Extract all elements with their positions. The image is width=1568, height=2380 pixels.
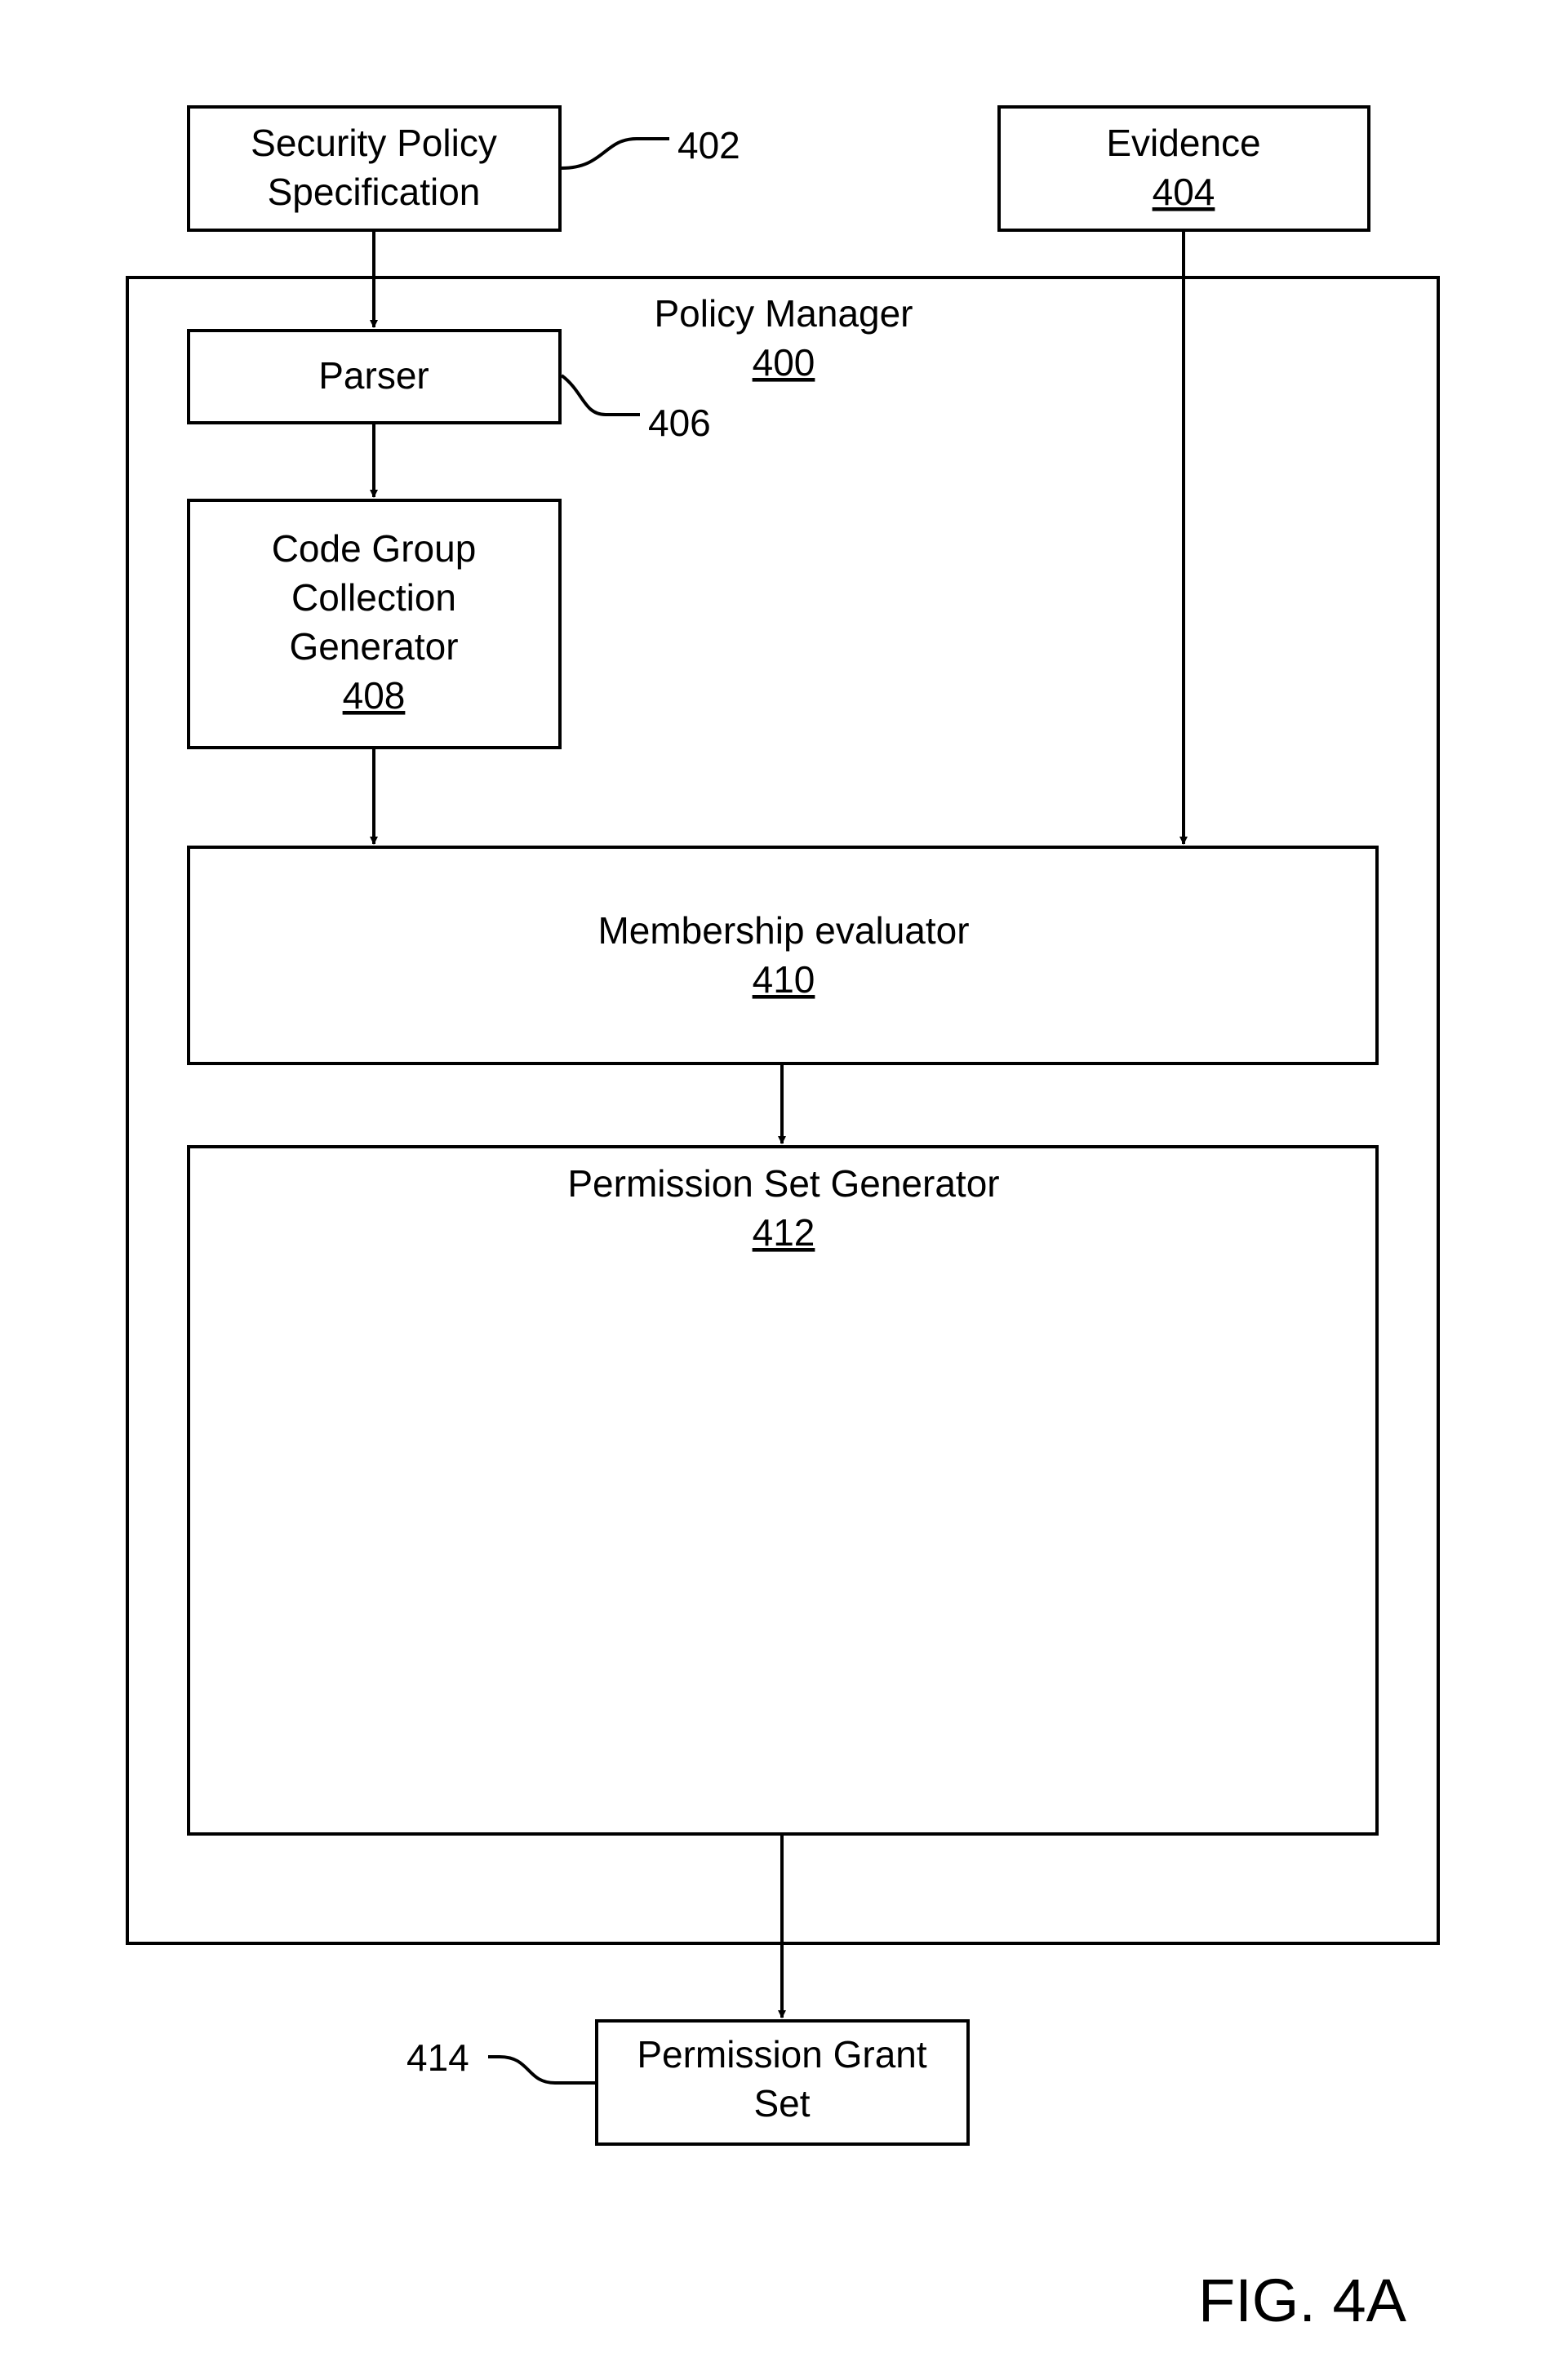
security-policy-line2: Specification [268,171,481,213]
parser-label: Parser [318,354,429,397]
code-group-line3: Generator [289,625,458,668]
callout-402-label: 402 [677,124,740,167]
membership-evaluator-label: Membership evaluator [597,909,969,952]
membership-evaluator-block: Membership evaluator 410 [189,847,1377,1063]
figure-label: FIG. 4A [1198,2267,1407,2334]
callout-414: 414 [406,2036,595,2083]
security-policy-line1: Security Policy [251,122,497,164]
policy-manager-label: Policy Manager [654,292,913,335]
evidence-block: Evidence 404 [999,107,1369,230]
callout-402: 402 [562,124,740,168]
callout-406: 406 [562,375,711,444]
code-group-block: Code Group Collection Generator 408 [189,500,560,748]
evidence-label: Evidence [1106,122,1260,164]
permission-grant-set-line2: Set [753,2082,810,2125]
security-policy-block: Security Policy Specification [189,107,560,230]
parser-block: Parser [189,331,560,423]
permission-set-generator-label: Permission Set Generator [567,1162,999,1205]
membership-evaluator-ref: 410 [753,958,815,1001]
code-group-line2: Collection [291,576,456,619]
permission-grant-set-line1: Permission Grant [637,2033,927,2076]
code-group-ref: 408 [343,674,406,717]
callout-414-label: 414 [406,2036,469,2079]
callout-406-label: 406 [648,402,711,444]
policy-manager-ref: 400 [753,341,815,384]
evidence-ref: 404 [1153,171,1215,213]
permission-set-generator-block: Permission Set Generator 412 [189,1147,1377,1834]
permission-grant-set-block: Permission Grant Set [597,2021,968,2144]
permission-set-generator-ref: 412 [753,1211,815,1254]
code-group-line1: Code Group [272,527,477,570]
